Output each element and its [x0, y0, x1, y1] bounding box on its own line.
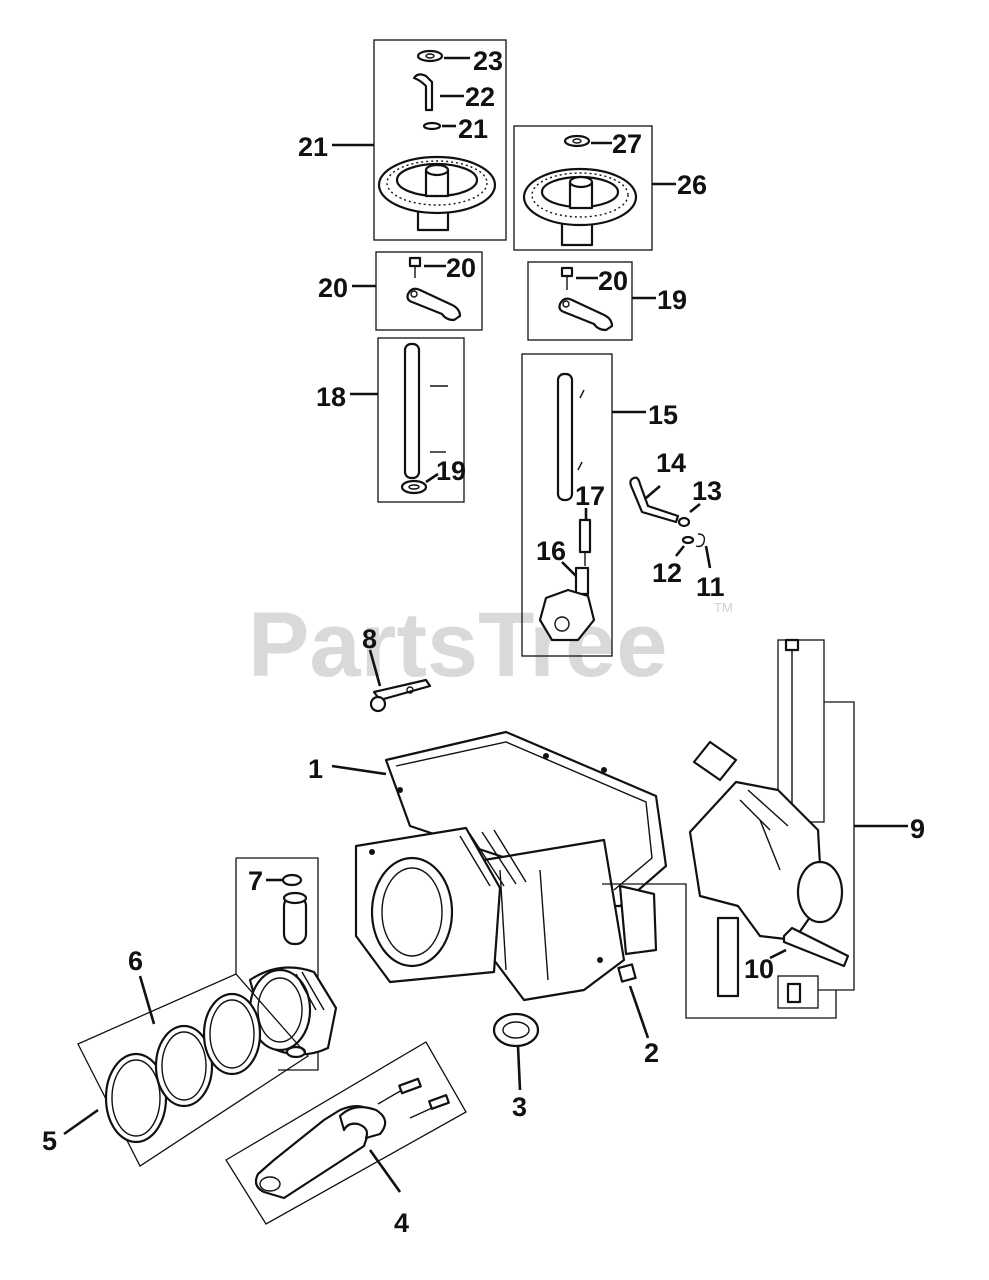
part-27-washer[interactable]: [563, 134, 591, 148]
callout-17[interactable]: 17: [575, 481, 605, 511]
camshaft-box: [521, 353, 613, 657]
rocker-box-right: [527, 261, 633, 341]
part-18-pushrod[interactable]: [403, 342, 448, 480]
callout-13[interactable]: 13: [692, 476, 722, 506]
callout-9[interactable]: 9: [910, 814, 925, 844]
cam-gear-box: [513, 125, 653, 251]
pushrod-box: [377, 337, 465, 503]
part-19-seal[interactable]: [400, 479, 428, 495]
watermark-trademark: TM: [714, 600, 733, 615]
callout-15[interactable]: 15: [648, 400, 678, 430]
part-20-rocker-arm-left[interactable]: [406, 287, 462, 322]
conrod-box: [225, 1041, 467, 1225]
callout-6[interactable]: 6: [128, 946, 143, 976]
callout-18[interactable]: 18: [316, 382, 346, 412]
part-6-piston[interactable]: [248, 966, 338, 1059]
callout-14[interactable]: 14: [656, 448, 686, 478]
callout-2[interactable]: 2: [644, 1038, 659, 1068]
watermark-text: PartsTree: [248, 594, 667, 696]
callout-26[interactable]: 26: [677, 170, 707, 200]
part-21-bolt-right[interactable]: [560, 266, 574, 290]
part-25-washer[interactable]: [416, 49, 444, 63]
callout-21-left[interactable]: 20: [446, 253, 476, 283]
callout-24[interactable]: 22: [465, 82, 495, 112]
callout-8[interactable]: 8: [362, 624, 377, 654]
governor-gear-box: [373, 39, 507, 241]
rocker-box-left: [375, 251, 483, 331]
callout-1[interactable]: 1: [308, 754, 323, 784]
part-24-lever[interactable]: [412, 73, 434, 112]
part-17-stud[interactable]: [578, 518, 592, 566]
part-8-bracket[interactable]: [369, 678, 432, 713]
part-4-connecting-rod[interactable]: [254, 1077, 450, 1200]
part-9-crankshaft[interactable]: [688, 740, 844, 998]
callout-23[interactable]: 21: [458, 114, 488, 144]
callout-10[interactable]: 10: [744, 954, 774, 984]
callout-20-left[interactable]: 20: [318, 273, 348, 303]
part-11-clip[interactable]: [695, 533, 706, 548]
part-10-link[interactable]: [782, 926, 850, 1004]
piston-box: [236, 857, 319, 1071]
part-12-pin[interactable]: [681, 535, 695, 545]
part-22-governor-gear[interactable]: [377, 155, 497, 232]
callout-16[interactable]: 16: [536, 536, 566, 566]
crank-bolt-box: [777, 639, 825, 823]
part-7-pin-clip[interactable]: [281, 873, 303, 887]
callout-3[interactable]: 3: [512, 1092, 527, 1122]
callout-4[interactable]: 4: [394, 1208, 409, 1238]
part-16-valve-base[interactable]: [538, 566, 596, 642]
callout-19[interactable]: 19: [436, 456, 466, 486]
part-9-bolt[interactable]: [784, 638, 800, 818]
part-5-rings[interactable]: [104, 992, 262, 1144]
callout-20-right[interactable]: 19: [657, 285, 687, 315]
part-20-rocker-arm-right[interactable]: [558, 297, 614, 332]
part-13-washer[interactable]: [677, 516, 691, 528]
part-3-oil-seal[interactable]: [492, 1012, 540, 1048]
callout-21-right[interactable]: 20: [598, 266, 628, 296]
callout-5[interactable]: 5: [42, 1126, 57, 1156]
part-21-bolt-left[interactable]: [408, 256, 422, 278]
callout-12[interactable]: 12: [652, 558, 682, 588]
part-26-cam-gear[interactable]: [522, 167, 638, 247]
part-10-box: [777, 975, 819, 1009]
callout-7[interactable]: 7: [248, 866, 263, 896]
part-14-governor-shaft[interactable]: [629, 476, 680, 524]
part-2-plug[interactable]: [617, 963, 637, 983]
part-23-pin[interactable]: [422, 121, 442, 131]
part-15-camshaft[interactable]: [556, 372, 585, 502]
callout-25[interactable]: 23: [473, 46, 503, 76]
part-7-piston-pin[interactable]: [282, 891, 308, 946]
part-1-crankcase[interactable]: [354, 730, 668, 1002]
callout-11[interactable]: 11: [696, 572, 725, 602]
callout-22[interactable]: 21: [298, 132, 328, 162]
callout-27[interactable]: 27: [612, 129, 642, 159]
